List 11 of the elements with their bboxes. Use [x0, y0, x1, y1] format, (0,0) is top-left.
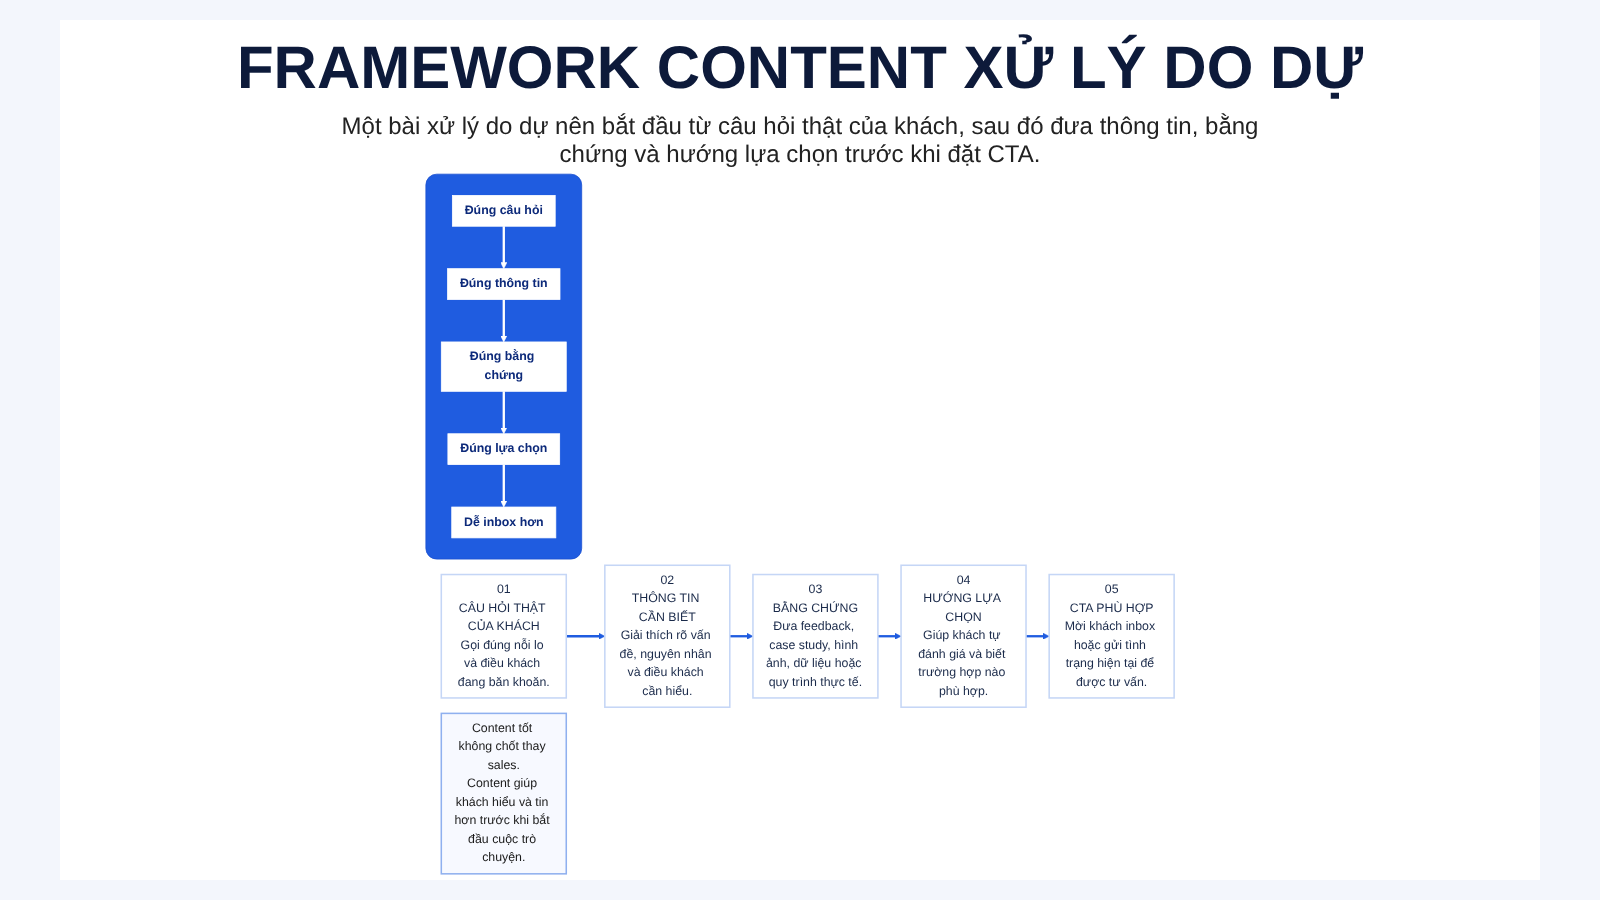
arrow — [877, 632, 902, 640]
cluster — [425, 173, 583, 560]
arrow — [500, 391, 508, 435]
arrow — [500, 299, 508, 343]
arrow — [729, 632, 754, 640]
subtitle-text: Một bài xử lý do dự nên bắt đầu từ câu hỏi thật của khách, sau đó đưa thông tin, bằng chứng và hướng lựa chọn trước khi đặt CTA. — [340, 112, 1260, 168]
arrow — [500, 464, 508, 508]
arrow — [1026, 632, 1050, 640]
arrow — [500, 226, 508, 269]
title: FRAMEWORK CONTENT XỬ LÝ DO DỰ — [236, 36, 1364, 104]
arrow — [566, 632, 606, 640]
